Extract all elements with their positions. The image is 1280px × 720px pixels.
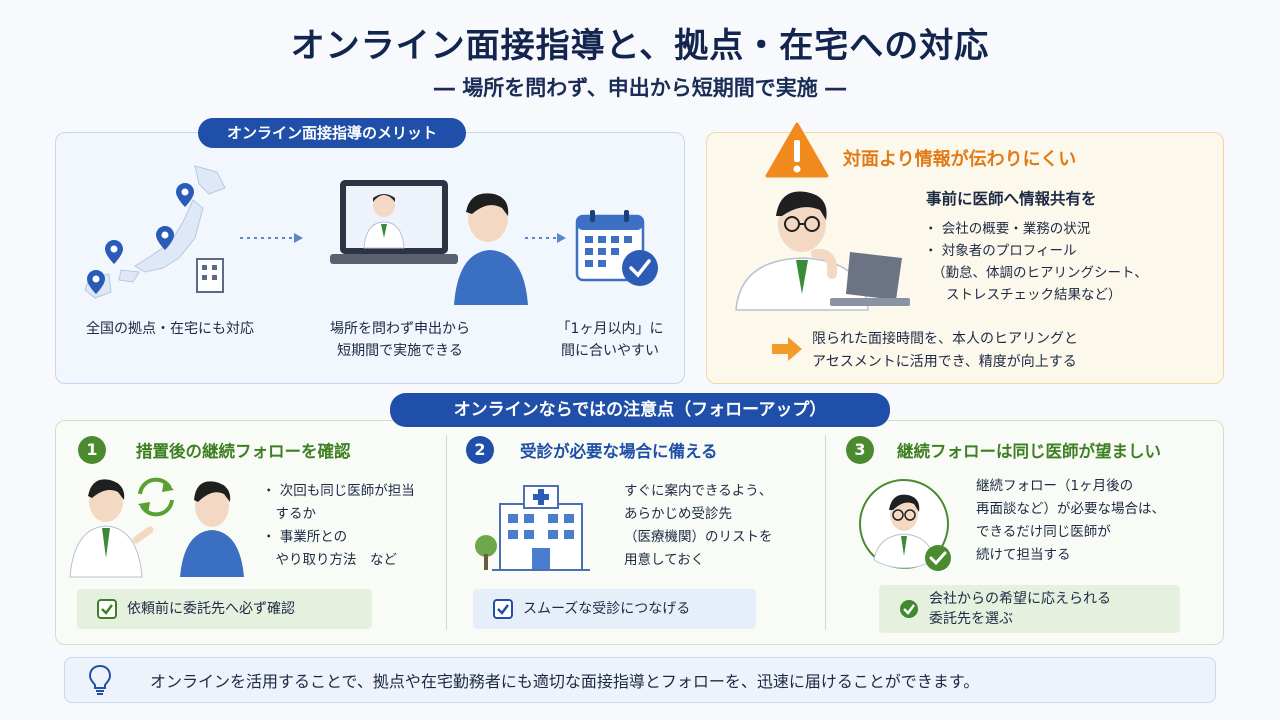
cautions-label: オンラインならではの注意点（フォローアップ）: [390, 393, 890, 427]
warning-result: 限られた面接時間を、本人のヒアリングと アセスメントに活用でき、精度が向上する: [812, 331, 1078, 370]
laptop-doctor-icon: [330, 180, 458, 264]
step-number-1: 1: [78, 436, 106, 464]
footer-banner: [64, 657, 1216, 703]
column-text-3: 継続フォロー（1ヶ月後の 再面談など）が必要な場合は、 できるだけ同じ医師が 続…: [976, 478, 1165, 563]
column-note-2: スムーズな受診につなげる: [473, 589, 756, 629]
arrow-right-icon: [240, 233, 303, 243]
check-icon: [493, 599, 513, 619]
warning-sub: （勤怠、体調のヒアリングシート、: [932, 265, 1148, 281]
map-pin-icon: [156, 226, 174, 250]
arrow-right-icon: [772, 337, 802, 361]
merit-caption-3: 「1ヶ月以内」に 間に合いやすい: [556, 321, 664, 359]
check-icon: [97, 599, 117, 619]
warning-title: 対面より情報が伝わりにくい: [843, 149, 1077, 170]
cycle-arrows-icon: [138, 477, 174, 517]
warning-list: ・ 会社の概要・業務の状況 ・ 対象者のプロフィール （勤怠、体調のヒアリングシ…: [924, 218, 1148, 306]
column-title-2: 受診が必要な場合に備える: [520, 442, 718, 461]
arrow-right-icon: [525, 233, 566, 243]
merit-label: オンライン面接指導のメリット: [198, 118, 466, 148]
doctor-thinking-icon: [735, 191, 910, 311]
doctor-consult-icon: [69, 479, 244, 578]
step-number-3: 3: [846, 436, 874, 464]
column-divider: [446, 435, 447, 630]
column-text-1: ・ 次回も同じ医師が担当 するか ・ 事業所との やり取り方法 など: [262, 483, 415, 568]
person-icon: [454, 193, 528, 305]
warning-bullet: ・ 対象者のプロフィール: [924, 243, 1077, 259]
column-title-1: 措置後の継続フォローを確認: [136, 442, 351, 461]
column-divider: [825, 435, 826, 630]
map-pin-icon: [87, 270, 105, 294]
step-number-2: 2: [466, 436, 494, 464]
column-note-1: 依頼前に委託先へ必ず確認: [77, 589, 372, 629]
map-pin-icon: [105, 240, 123, 264]
column-text-2: すぐに案内できるよう、 あらかじめ受診先 （医療機関）のリストを 用意しておく: [624, 483, 773, 568]
check-icon: [900, 600, 918, 618]
column-note-3: 会社からの希望に応えられる 委託先を選ぶ: [879, 585, 1180, 633]
map-pin-icon: [176, 183, 194, 207]
column-title-3: 継続フォローは同じ医師が望ましい: [897, 442, 1161, 461]
merit-caption-2: 場所を問わず申出から 短期間で実施できる: [330, 321, 470, 359]
warning-sub: ストレスチェック結果など）: [946, 287, 1122, 303]
merit-caption-1: 全国の拠点・在宅にも対応: [86, 321, 254, 337]
warning-lead: 事前に医師へ情報共有を: [926, 190, 1097, 208]
warning-bullet: ・ 会社の概要・業務の状況: [924, 221, 1091, 237]
doctor-portrait-icon: [859, 479, 951, 571]
page-title: オンライン面接指導と、拠点・在宅への対応: [290, 26, 990, 66]
calendar-check-icon: [575, 210, 658, 286]
building-icon: [196, 258, 224, 293]
lightbulb-icon: [88, 664, 112, 695]
warning-icon: [765, 122, 829, 178]
hospital-icon: [475, 485, 590, 571]
page-subtitle: ― 場所を問わず、申出から短期間で実施 ―: [433, 76, 847, 100]
footer-text: オンラインを活用することで、拠点や在宅勤務者にも適切な面接指導とフォローを、迅速…: [150, 672, 980, 691]
